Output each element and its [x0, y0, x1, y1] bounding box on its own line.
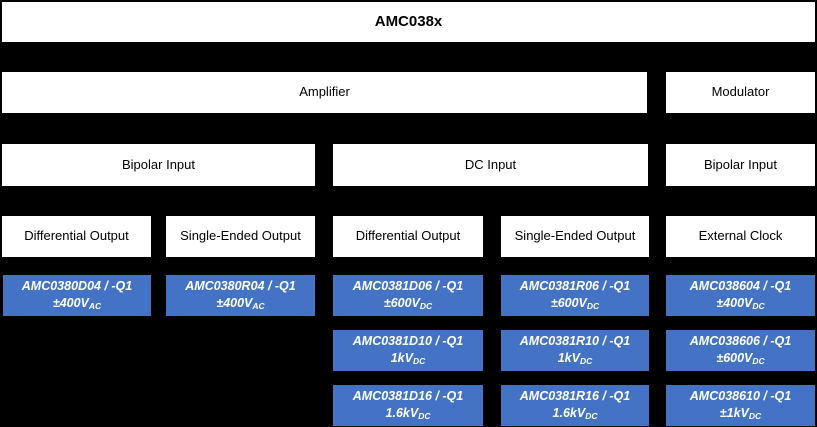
rating-value: ±1kV [719, 406, 749, 420]
rating-value: 1kV [557, 351, 580, 365]
rating-value: ±600V [383, 296, 420, 310]
part-box-amc0380d04: AMC0380D04 / -Q1 ±400VAC [3, 275, 151, 316]
rating-value: 1.6kV [552, 406, 586, 420]
part-rating: 1.6kVDC [386, 405, 431, 423]
rating-subscript: DC [748, 411, 762, 421]
part-box-amc0381d06: AMC0381D06 / -Q1 ±600VDC [333, 275, 483, 316]
part-box-amc0380r04: AMC0380R04 / -Q1 ±400VAC [166, 275, 315, 316]
rating-value: 1kV [390, 351, 413, 365]
part-number: AMC0380R04 / -Q1 [185, 279, 296, 293]
single-ended-output-2-box: Single-Ended Output [501, 216, 649, 257]
differential-output-1-box: Differential Output [2, 216, 151, 257]
part-number: AMC0381D10 / -Q1 [352, 334, 464, 348]
rating-value: ±400V [716, 296, 753, 310]
rating-subscript: DC [586, 301, 600, 311]
external-clock-box: External Clock [666, 216, 815, 257]
part-rating: ±400VAC [216, 295, 264, 313]
part-box-amc038604: AMC038604 / -Q1 ±400VDC [666, 275, 815, 316]
part-number: AMC038604 / -Q1 [689, 279, 792, 293]
rating-subscript: AC [88, 301, 102, 311]
part-box-amc038610: AMC038610 / -Q1 ±1kVDC [666, 385, 815, 426]
part-rating: ±600VDC [551, 295, 599, 313]
part-box-amc038606: AMC038606 / -Q1 ±600VDC [666, 330, 815, 371]
rating-value: ±400V [52, 296, 89, 310]
part-box-amc0381r16: AMC0381R16 / -Q1 1.6kVDC [501, 385, 649, 426]
part-rating: ±600VDC [384, 295, 432, 313]
part-number: AMC038606 / -Q1 [689, 334, 792, 348]
rating-subscript: DC [412, 356, 426, 366]
part-rating: ±400VDC [716, 295, 764, 313]
rating-value: 1.6kV [385, 406, 419, 420]
rating-value: ±600V [550, 296, 587, 310]
part-number: AMC0380D04 / -Q1 [21, 279, 133, 293]
part-number: AMC038610 / -Q1 [689, 389, 792, 403]
rating-subscript: DC [579, 356, 593, 366]
differential-output-2-box: Differential Output [333, 216, 483, 257]
rating-subscript: DC [752, 301, 765, 311]
amplifier-box: Amplifier [2, 72, 647, 113]
part-number: AMC0381R06 / -Q1 [519, 279, 631, 293]
part-number: AMC0381R16 / -Q1 [519, 389, 631, 403]
part-rating: 1kVDC [391, 350, 426, 368]
part-rating: ±400VAC [53, 295, 101, 313]
part-box-amc0381d10: AMC0381D10 / -Q1 1kVDC [333, 330, 483, 371]
rating-subscript: AC [252, 301, 265, 311]
part-rating: 1.6kVDC [553, 405, 598, 423]
part-box-amc0381d16: AMC0381D16 / -Q1 1.6kVDC [333, 385, 483, 426]
part-rating: 1kVDC [558, 350, 593, 368]
part-box-amc0381r06: AMC0381R06 / -Q1 ±600VDC [501, 275, 649, 316]
rating-subscript: DC [585, 411, 598, 421]
part-rating: ±1kVDC [720, 405, 761, 423]
bipolar-input-right-box: Bipolar Input [666, 144, 815, 186]
bipolar-input-left-box: Bipolar Input [2, 144, 315, 186]
family-root-box: AMC038x [2, 2, 815, 42]
rating-value: ±400V [216, 296, 253, 310]
dc-input-box: DC Input [333, 144, 648, 186]
part-number: AMC0381D16 / -Q1 [352, 389, 464, 403]
single-ended-output-1-box: Single-Ended Output [166, 216, 315, 257]
rating-subscript: DC [418, 411, 431, 421]
modulator-box: Modulator [666, 72, 815, 113]
part-number: AMC0381D06 / -Q1 [352, 279, 464, 293]
rating-subscript: DC [419, 301, 433, 311]
part-rating: ±600VDC [716, 350, 764, 368]
part-box-amc0381r10: AMC0381R10 / -Q1 1kVDC [501, 330, 649, 371]
rating-subscript: DC [752, 356, 765, 366]
rating-value: ±600V [716, 351, 753, 365]
part-number: AMC0381R10 / -Q1 [519, 334, 631, 348]
